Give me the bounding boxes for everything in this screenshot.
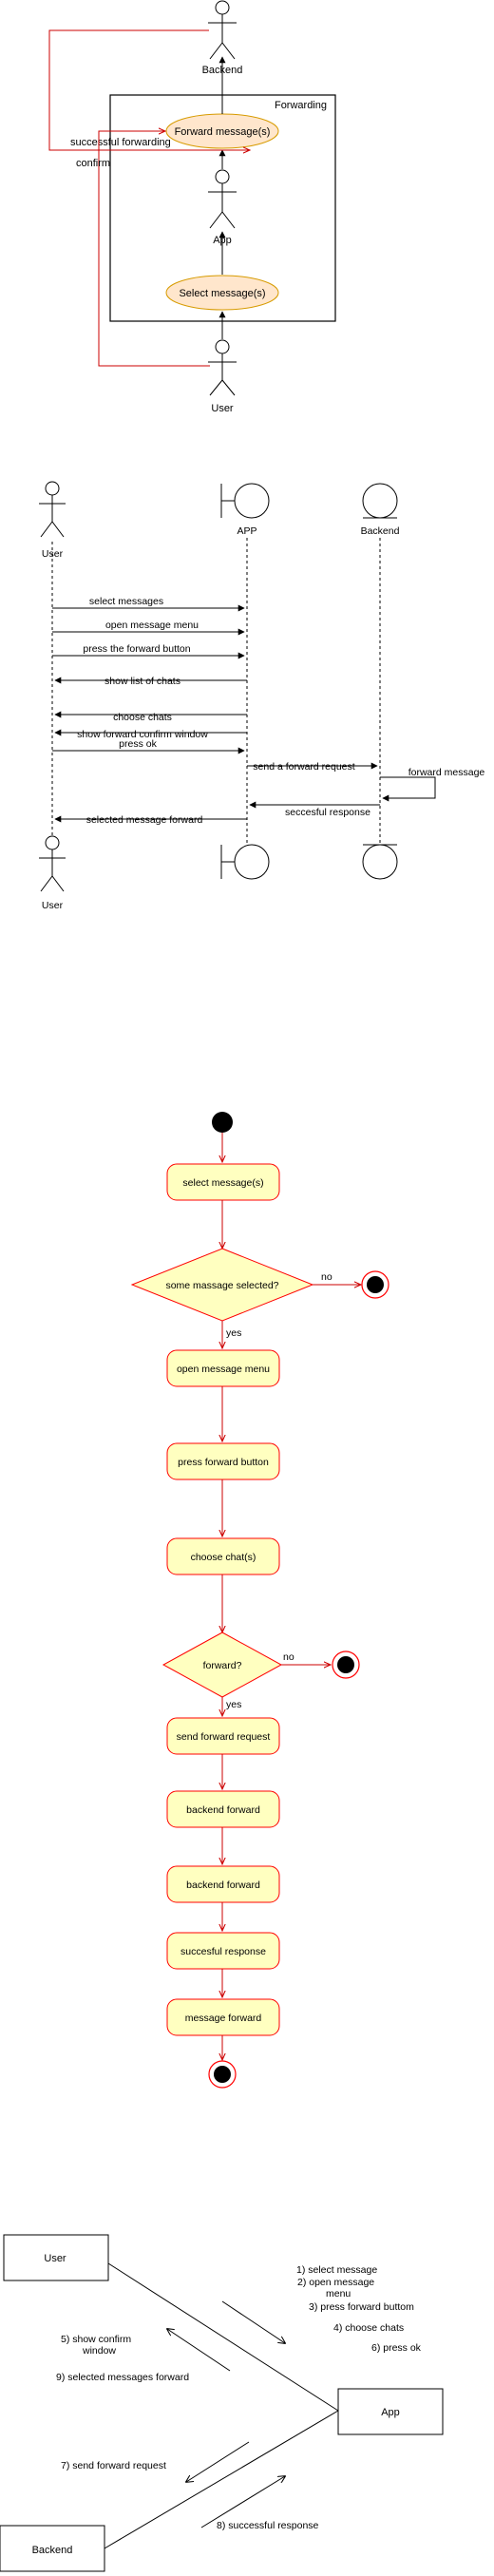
seq-msg-4: show list of chats (104, 676, 180, 687)
seq-msg-7: press ok (119, 738, 157, 750)
comm-arrow-user-to-app (221, 2300, 285, 2343)
sequence-diagram: User APP Backend select messages open me… (39, 481, 485, 911)
act-node-choose-label: choose chat(s) (191, 1552, 256, 1563)
comm-msg-4: 4) choose chats (333, 2322, 404, 2334)
seq-user-actor-top (39, 481, 66, 538)
comm-msg-8: 8) successful response (217, 2520, 319, 2531)
successful-forwarding-connector (48, 29, 250, 150)
actor-user-label: User (211, 403, 234, 414)
act-node-select-label: select message(s) (182, 1177, 263, 1189)
act-guard-no1: no (321, 1271, 332, 1283)
seq-msg-6: show forward confirm window (77, 729, 208, 740)
act-node-send-request-label: send forward request (177, 1731, 271, 1743)
act-node-backend-1-label: backend forward (186, 1804, 260, 1816)
act-node-forwarded (166, 1998, 280, 2036)
comm-msg-5b: window (82, 2345, 116, 2357)
act-decision-forward-label: forward? (203, 1660, 242, 1671)
seq-msg-9-self-arrow (380, 776, 436, 802)
comm-arrow-app-to-user (167, 2329, 231, 2372)
seq-msg-1: select messages (89, 596, 163, 607)
comm-arrow-app-to-backend (186, 2441, 250, 2482)
use-case-select (165, 275, 279, 311)
comm-msg-1: 1) select message (296, 2264, 377, 2276)
comm-app-box (337, 2388, 444, 2435)
comm-link-user-app (107, 2262, 339, 2412)
seq-app-boundary-bottom (220, 844, 270, 880)
act-guard-yes1: yes (226, 1327, 241, 1339)
seq-backend-entity-bottom (362, 844, 398, 880)
use-case-select-label: Select message(s) (179, 288, 265, 299)
act-initial-node (212, 1112, 233, 1133)
actor-backend (208, 0, 237, 60)
comm-arrow-backend-to-app (200, 2476, 285, 2528)
act-node-open-menu-label: open message menu (177, 1364, 270, 1375)
seq-backend-entity-top (362, 483, 398, 519)
comm-link-backend-app (104, 2410, 339, 2549)
comm-msg-6: 6) press ok (371, 2342, 422, 2354)
act-node-send-request (166, 1717, 280, 1755)
seq-user-actor-bottom (39, 835, 66, 892)
act-node-response (166, 1932, 280, 1970)
seq-msg-5: choose chats (113, 712, 172, 723)
act-node-press-forward (166, 1442, 280, 1480)
confirm-connector (98, 131, 210, 367)
act-node-backend-2 (166, 1865, 280, 1903)
act-node-press-forward-label: press forward button (178, 1457, 269, 1468)
actor-user (208, 339, 237, 396)
comm-backend-box (0, 2525, 105, 2572)
comm-user-label: User (44, 2253, 66, 2264)
comm-msg-7: 7) send forward request (61, 2460, 166, 2471)
comm-msg-9: 9) selected messages forward (56, 2372, 189, 2383)
act-node-select (166, 1163, 280, 1201)
act-decision-selected-label: some massage selected? (165, 1280, 278, 1291)
actor-app (208, 169, 237, 229)
seq-msg-11: selected message forward (86, 814, 203, 826)
act-final-node-2-core (337, 1656, 354, 1673)
act-node-backend-2-label: backend forward (186, 1880, 260, 1891)
act-final-node-1-core (367, 1276, 384, 1293)
comm-msg-2a: 2) open message (297, 2277, 374, 2288)
activity-diagram: select message(s) some massage selected?… (130, 1112, 390, 2089)
seq-msg-8: send a forward request (253, 761, 354, 773)
comm-msg-3: 3) press forward buttom (309, 2301, 414, 2313)
successful-forwarding-label: successful forwarding (70, 137, 171, 148)
seq-msg-9: forward message (408, 767, 485, 778)
act-node-forwarded-label: message forward (185, 2013, 262, 2024)
seq-msg-2: open message menu (105, 620, 199, 631)
comm-msg-2b: menu (326, 2288, 351, 2299)
use-case-diagram: Backend Forwarding Forward message(s) Ap… (48, 0, 336, 414)
act-node-response-label: succesful response (180, 1946, 266, 1957)
seq-app-boundary-top (220, 483, 270, 519)
seq-backend-label-top: Backend (361, 525, 400, 537)
communication-diagram: User App Backend 1) select message 2) op… (0, 2234, 444, 2572)
system-boundary-title: Forwarding (275, 100, 327, 111)
seq-msg-3: press the forward button (83, 643, 190, 655)
comm-backend-label: Backend (32, 2545, 73, 2556)
comm-msg-5a: 5) show confirm (61, 2334, 131, 2345)
act-guard-no2: no (283, 1651, 294, 1663)
act-node-backend-1 (166, 1790, 280, 1828)
act-node-choose (166, 1537, 280, 1575)
use-case-forward-label: Forward message(s) (175, 126, 271, 138)
confirm-label: confirm (76, 158, 110, 169)
act-node-open-menu (166, 1349, 280, 1387)
act-final-node-3-core (214, 2066, 231, 2083)
seq-user-label-bottom: User (42, 900, 64, 911)
seq-app-label-top: APP (237, 525, 256, 537)
comm-app-label: App (381, 2407, 400, 2418)
act-guard-yes2: yes (226, 1699, 241, 1710)
seq-msg-10: seccesful response (285, 807, 370, 818)
comm-user-box (3, 2234, 109, 2281)
